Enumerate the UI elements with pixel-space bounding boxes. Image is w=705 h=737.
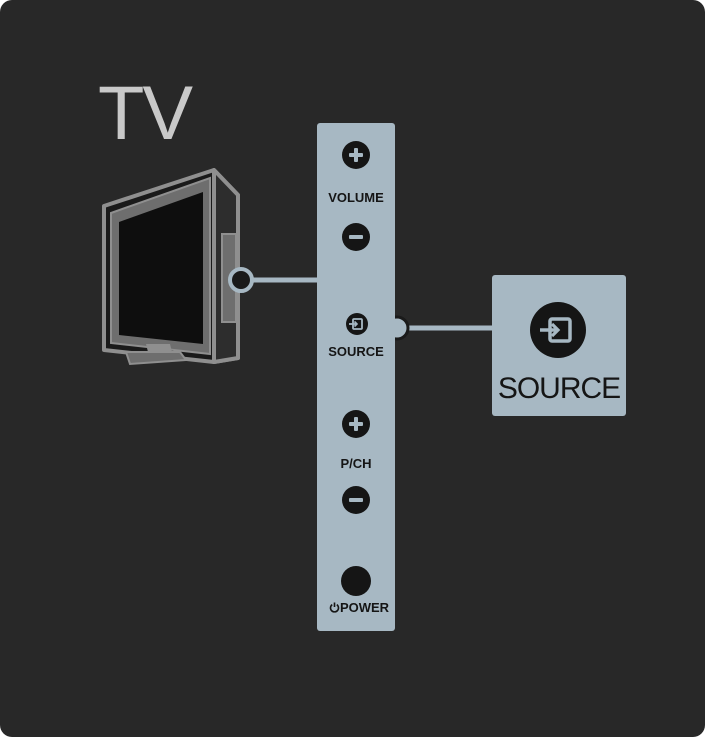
power-button[interactable]: [341, 566, 371, 596]
channel-up-button[interactable]: [342, 410, 370, 438]
source-callout-label: SOURCE: [492, 372, 626, 406]
power-label: POWER: [340, 600, 389, 615]
minus-icon: [349, 235, 363, 239]
minus-icon: [349, 498, 363, 502]
channel-label: P/CH: [317, 456, 395, 471]
source-callout: SOURCE: [492, 275, 626, 416]
source-label: SOURCE: [317, 344, 395, 359]
tv-control-panel: VOLUME SOURCE P/CH POWER: [317, 123, 395, 631]
power-icon: [329, 602, 340, 613]
source-input-icon: [346, 313, 368, 335]
source-input-icon: [530, 302, 586, 358]
volume-down-button[interactable]: [342, 223, 370, 251]
volume-label: VOLUME: [317, 190, 395, 205]
source-callout-icon-bg: [530, 302, 586, 358]
power-label-row: POWER: [320, 600, 398, 615]
source-button[interactable]: [346, 313, 368, 335]
volume-up-button[interactable]: [342, 141, 370, 169]
channel-down-button[interactable]: [342, 486, 370, 514]
